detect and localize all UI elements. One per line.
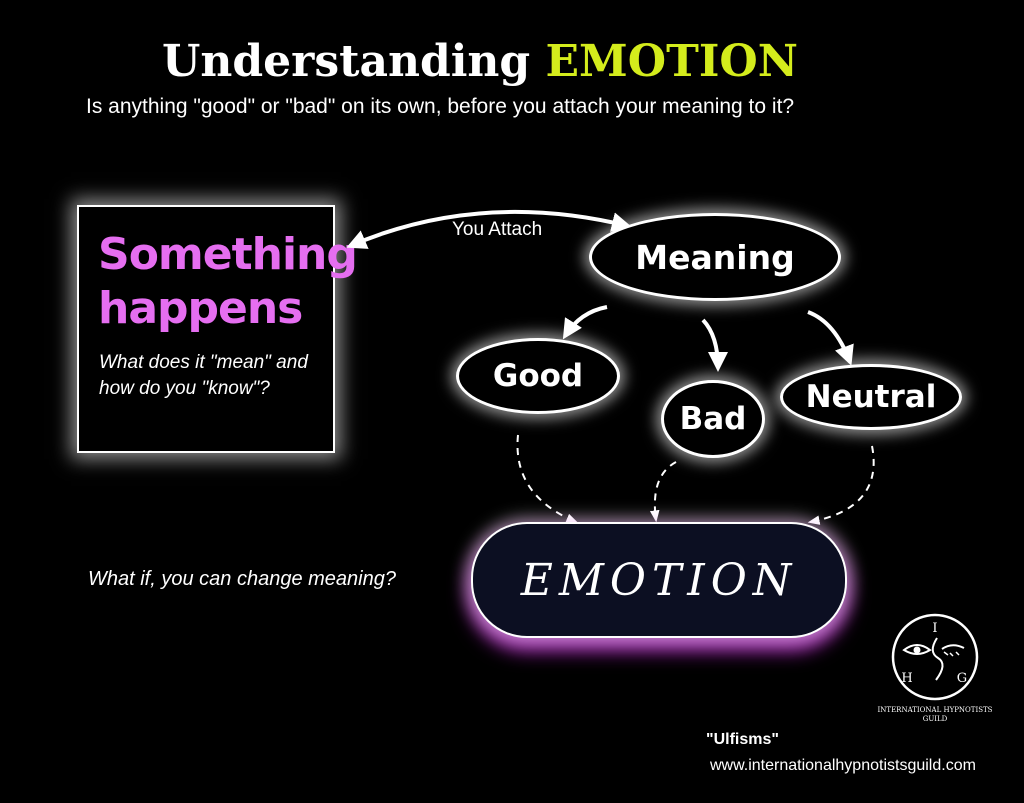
logo-letter-i: I <box>932 621 937 636</box>
arrow-meaning-bad <box>701 318 728 372</box>
emotion-node: EMOTION <box>471 522 847 638</box>
ulfisms-tag: "Ulfisms" <box>706 731 779 748</box>
logo-letter-h: H <box>901 671 912 686</box>
title-accent: EMOTION <box>545 36 798 87</box>
what-if-text: What if, you can change meaning? <box>88 568 396 590</box>
neutral-node: Neutral <box>780 364 962 430</box>
bad-node: Bad <box>661 380 765 458</box>
arrow-bad-emotion <box>649 461 677 523</box>
emotion-label: EMOTION <box>520 554 798 606</box>
guild-logo-icon: I H G <box>891 613 979 701</box>
you-attach-label: You Attach <box>452 219 543 240</box>
box-title-line1: Something <box>98 229 358 280</box>
box-question: What does it "mean" and how do you "know… <box>99 352 308 399</box>
footer-url[interactable]: www.internationalhypnotistsguild.com <box>710 757 976 774</box>
subtitle: Is anything "good" or "bad" on its own, … <box>86 95 795 118</box>
good-node: Good <box>456 338 620 414</box>
arrow-good-emotion <box>516 434 579 523</box>
box-title-line2: happens <box>98 283 303 334</box>
logo-letter-g: G <box>957 671 967 686</box>
logo-text: INTERNATIONAL HYPNOTISTS GUILD <box>877 706 993 723</box>
arrow-you-attach <box>346 209 632 249</box>
arrow-neutral-emotion <box>807 445 875 525</box>
box-title: Something happens <box>98 228 358 336</box>
title-prefix: Understanding <box>162 36 546 87</box>
meaning-node: Meaning <box>589 213 841 301</box>
eye-icon <box>902 644 932 655</box>
arrow-meaning-neutral <box>807 310 854 366</box>
something-happens-box <box>77 205 335 453</box>
page-title: Understanding EMOTION <box>0 36 960 87</box>
arrow-meaning-good <box>562 305 608 340</box>
